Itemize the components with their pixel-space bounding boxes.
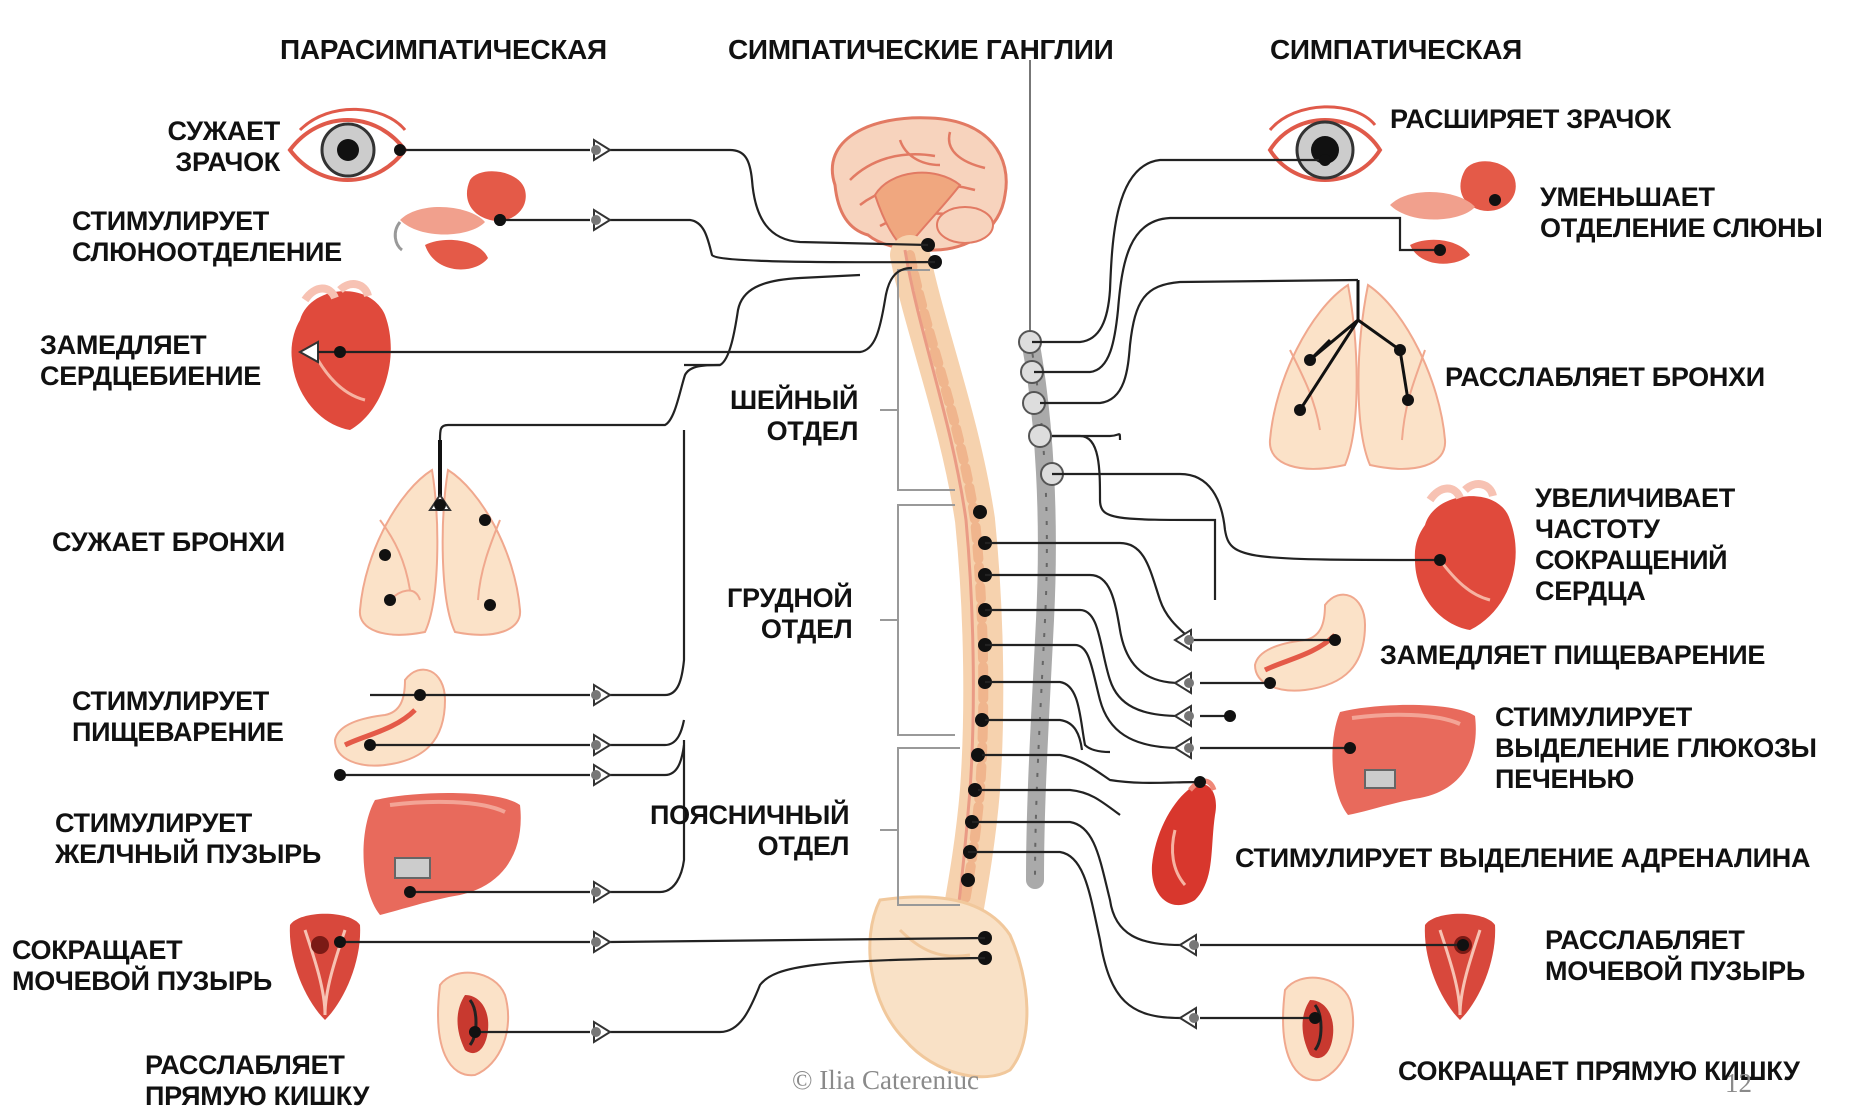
thoracic-section-label: ГРУДНОЙ ОТДЕЛ <box>727 583 852 645</box>
right-label-relaxes-bronchi: РАССЛАБЛЯЕТ БРОНХИ <box>1445 362 1765 393</box>
left-liver <box>364 793 521 915</box>
lumbar-section-label: ПОЯСНИЧНЫЙ ОТДЕЛ <box>650 800 849 862</box>
brain <box>832 118 1006 251</box>
right-bladder <box>1425 914 1495 1020</box>
sympathetic-trunk <box>1019 60 1063 880</box>
page-number: 12 <box>1725 1068 1752 1099</box>
cervical-section-label: ШЕЙНЫЙ ОТДЕЛ <box>730 385 858 447</box>
left-rectum <box>438 973 508 1076</box>
ganglion-node <box>1029 425 1051 447</box>
right-stomach <box>1255 595 1365 691</box>
right-label-dilates-pupil: РАСШИРЯЕТ ЗРАЧОК <box>1390 104 1671 135</box>
right-liver <box>1332 705 1475 815</box>
right-heart <box>1415 484 1516 630</box>
left-lungs <box>360 440 520 635</box>
right-salivary-gland <box>1390 161 1516 263</box>
right-adrenal-kidney <box>1152 781 1216 905</box>
pelvis <box>870 897 1027 1077</box>
right-lungs <box>1270 280 1445 469</box>
sympathetic-ganglia-header: СИМПАТИЧЕСКИЕ ГАНГЛИИ <box>728 34 1113 65</box>
parasympathetic-header: ПАРАСИМПАТИЧЕСКАЯ <box>280 34 607 65</box>
left-stomach <box>335 670 445 766</box>
left-bladder <box>290 914 360 1020</box>
right-label-slows-digestion: ЗАМЕДЛЯЕТ ПИЩЕВАРЕНИЕ <box>1380 640 1765 671</box>
left-ganglion-arrows <box>591 140 610 1042</box>
copyright-footer: © Ilia Catereniuc <box>792 1065 979 1096</box>
right-label-stimulates-adrenaline: СТИМУЛИРУЕТ ВЫДЕЛЕНИЕ АДРЕНАЛИНА <box>1235 843 1810 874</box>
right-rectum <box>1283 978 1353 1081</box>
right-eye <box>1270 107 1380 180</box>
sympathetic-header: СИМПАТИЧЕСКАЯ <box>1270 34 1522 65</box>
left-label-constricts-bronchi: СУЖАЕТ БРОНХИ <box>52 527 285 558</box>
left-eye <box>290 109 405 180</box>
